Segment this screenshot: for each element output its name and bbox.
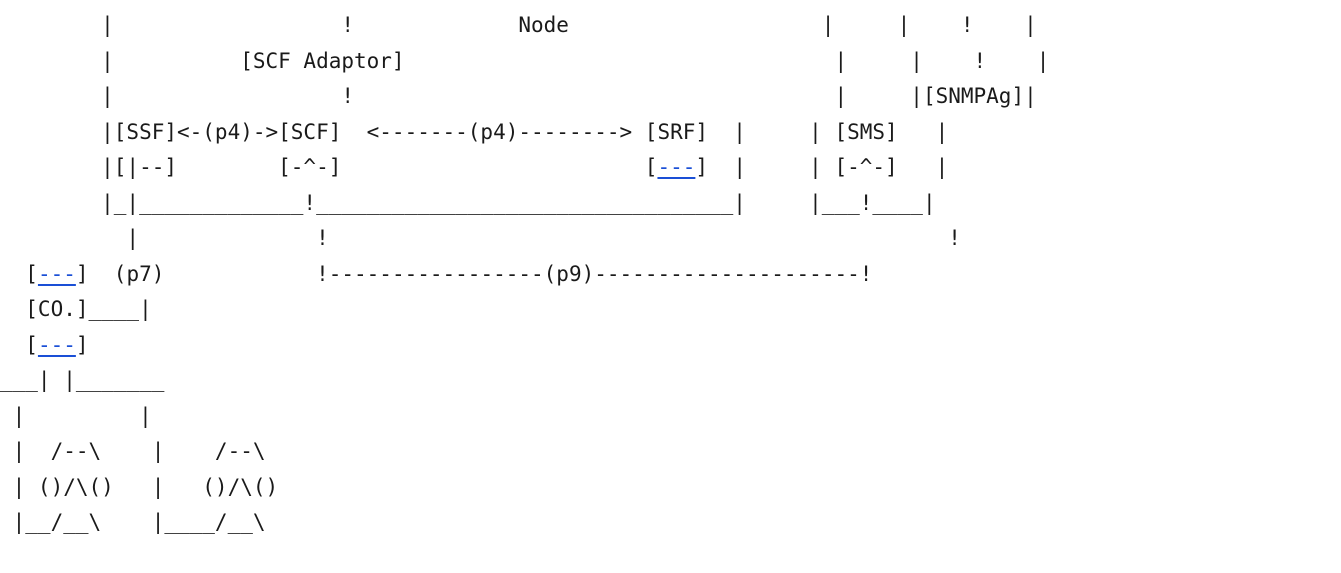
diagram-text: |[|--] [-^-] [ — [0, 155, 658, 179]
diagram-line: | ! ! — [0, 221, 1049, 257]
diagram-text: | /--\ | /--\ — [0, 439, 266, 463]
diagram-text: [CO.]____| — [0, 297, 152, 321]
diagram-text: ] | | [-^-] | — [695, 155, 949, 179]
diagram-line: [---] — [0, 328, 1049, 364]
reference-link[interactable]: --- — [657, 155, 696, 179]
diagram-line: | | — [0, 399, 1049, 435]
ascii-network-diagram: | ! Node | | ! | | [SCF Adaptor] | | ! |… — [0, 8, 1049, 541]
diagram-line: | ! | |[SNMPAg]| — [0, 79, 1049, 115]
diagram-text: | ! Node | | ! | — [0, 13, 1037, 37]
diagram-line: |[|--] [-^-] [---] | | [-^-] | — [0, 150, 1049, 186]
diagram-text: ] — [75, 332, 89, 357]
diagram-line: | ()/\() | ()/\() — [0, 470, 1049, 506]
diagram-line: [CO.]____| — [0, 292, 1049, 328]
diagram-text: | ! ! — [0, 226, 961, 250]
diagram-line: | ! Node | | ! | — [0, 8, 1049, 44]
diagram-line: |__/__\ |____/__\ — [0, 505, 1049, 541]
diagram-line: | /--\ | /--\ — [0, 434, 1049, 470]
diagram-text: | ()/\() | ()/\() — [0, 474, 279, 499]
diagram-text: |[SSF]<-(p4)->[SCF] <-------(p4)--------… — [0, 119, 949, 144]
reference-link[interactable]: --- — [37, 261, 76, 286]
diagram-text: |_|_____________!_______________________… — [0, 190, 936, 215]
diagram-line: [---] (p7) !-----------------(p9)-------… — [0, 257, 1049, 293]
diagram-text: [ — [0, 261, 38, 286]
diagram-text: ___| |_______ — [0, 368, 165, 392]
diagram-line: | [SCF Adaptor] | | ! | — [0, 44, 1049, 80]
reference-link[interactable]: --- — [37, 332, 76, 357]
diagram-text: | ! | |[SNMPAg]| — [0, 84, 1037, 108]
diagram-text: |__/__\ |____/__\ — [0, 510, 266, 534]
diagram-line: |_|_____________!_______________________… — [0, 186, 1049, 222]
diagram-line: ___| |_______ — [0, 363, 1049, 399]
diagram-text: | [SCF Adaptor] | | ! | — [0, 48, 1050, 73]
diagram-text: ] (p7) !-----------------(p9)-----------… — [75, 261, 873, 286]
diagram-text: | | — [0, 403, 152, 428]
diagram-text: [ — [0, 332, 38, 357]
diagram-line: |[SSF]<-(p4)->[SCF] <-------(p4)--------… — [0, 115, 1049, 151]
